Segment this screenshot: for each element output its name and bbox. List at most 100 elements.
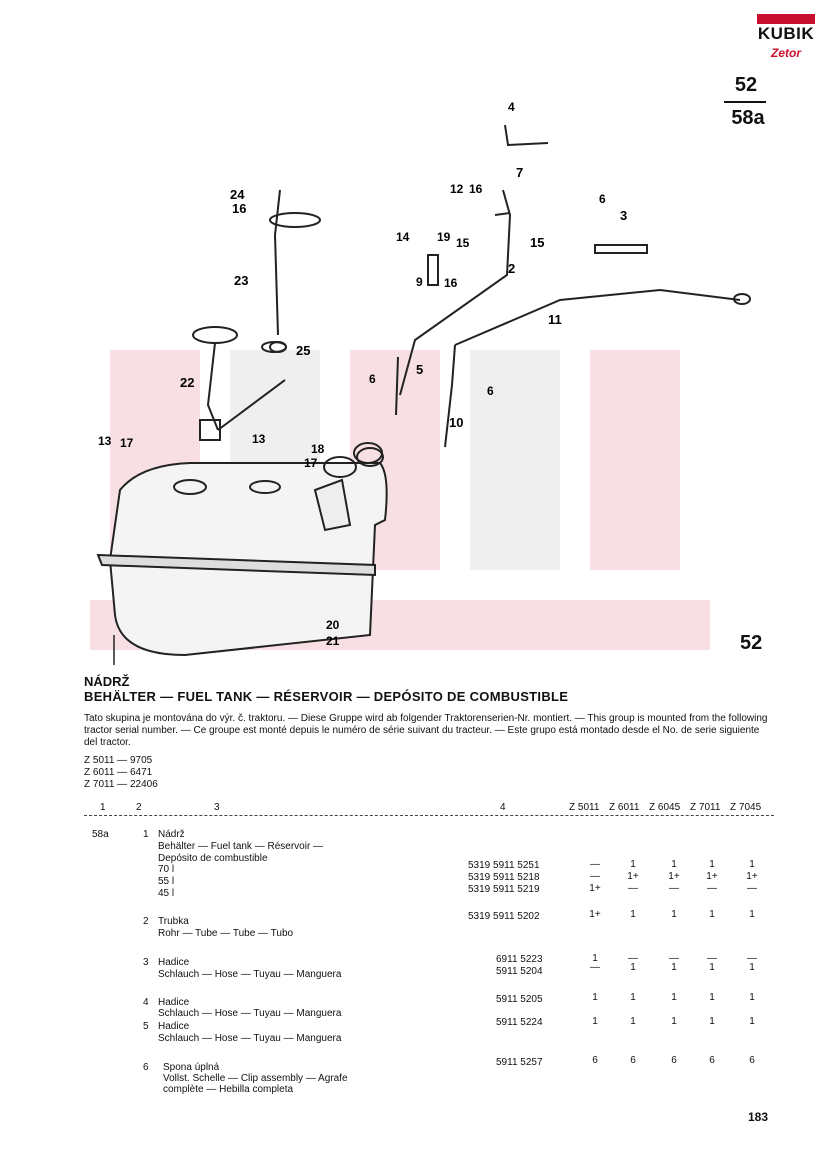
callout-10: 10	[449, 415, 463, 430]
row6-q2: 6	[630, 1055, 636, 1066]
row3-pos: 3	[143, 957, 149, 968]
callout-15a: 15	[456, 236, 470, 250]
row2-pos: 2	[143, 916, 149, 927]
callout-6c: 6	[487, 384, 494, 398]
callout-12: 12	[450, 182, 464, 196]
row3a-q3: —	[669, 953, 679, 964]
row1c-q5: —	[747, 883, 757, 894]
callout-25: 25	[296, 343, 310, 358]
row1c-part: 5319 5911 5219	[468, 884, 540, 895]
row3a-q4: —	[707, 953, 717, 964]
row4-q3: 1	[671, 992, 677, 1003]
row1-line2: Behälter — Fuel tank — Réservoir —	[158, 841, 324, 852]
page-ref-top: 52	[734, 74, 758, 96]
row4-pos: 4	[143, 997, 149, 1008]
row3-line2: Schlauch — Hose — Tuyau — Manguera	[158, 969, 342, 980]
row1c-q1: 1+	[589, 883, 601, 894]
row3a-q1: 1	[592, 953, 598, 964]
col-header-1: 1	[100, 802, 106, 813]
row6-line2: Vollst. Schelle — Clip assembly — Agrafe	[163, 1073, 348, 1084]
col-header-z7011: Z 7011	[690, 802, 721, 813]
callout-9: 9	[416, 275, 423, 289]
row5-q5: 1	[749, 1016, 755, 1027]
page-number: 183	[748, 1110, 769, 1124]
callout-5: 5	[416, 362, 423, 377]
row1c-q2: —	[628, 883, 638, 894]
row4-line1: Hadice	[158, 997, 190, 1008]
col-header-z5011: Z 5011	[569, 802, 600, 813]
row3a-part: 6911 5223	[496, 954, 543, 965]
row2-q4: 1	[709, 909, 715, 920]
row3a-q5: —	[747, 953, 757, 964]
group-code: 58a	[92, 829, 109, 840]
row4-q1: 1	[592, 992, 598, 1003]
row1b-part: 5319 5911 5218	[468, 872, 540, 883]
col-header-4: 4	[500, 802, 506, 813]
intro-text: Tato skupina je montována do výr. č. tra…	[84, 713, 768, 748]
callout-16a: 16	[469, 182, 483, 196]
row1c-q4: —	[707, 883, 717, 894]
row4-line2: Schlauch — Hose — Tuyau — Manguera	[158, 1008, 342, 1019]
callout-24: 24	[230, 187, 245, 202]
row3b-q2: 1	[630, 962, 636, 973]
row5-pos: 5	[143, 1021, 149, 1032]
callout-13b: 13	[252, 432, 266, 446]
callout-4: 4	[508, 100, 515, 114]
figure-number: 52	[740, 632, 763, 654]
row2-line2: Rohr — Tube — Tube — Tubo	[158, 928, 294, 939]
callout-23: 23	[234, 273, 248, 288]
col-header-2: 2	[136, 802, 142, 813]
callout-16b: 16	[232, 201, 246, 216]
callout-3: 3	[620, 208, 627, 223]
callout-21: 21	[326, 634, 340, 648]
fuel-tank-exploded-diagram: 4 7 12 16 6 3 24 16 14 19 15 15 2 9 16 2…	[96, 100, 751, 665]
row1b-q3: 1+	[668, 871, 680, 882]
row4-q5: 1	[749, 992, 755, 1003]
callout-6a: 6	[599, 192, 606, 206]
row6-q5: 6	[749, 1055, 755, 1066]
row1a-part: 5319 5911 5251	[468, 860, 540, 871]
col-header-3: 3	[214, 802, 220, 813]
callout-7: 7	[516, 165, 523, 180]
serial-z7011: Z 7011 — 22406	[84, 779, 158, 790]
callout-17b: 17	[304, 456, 318, 470]
row1a-desc: 70 l	[158, 864, 175, 875]
logo-sub: Zetor	[771, 46, 801, 60]
row1a-q4: 1	[709, 859, 715, 870]
header-divider	[84, 815, 774, 816]
row1-line1: Nádrž	[158, 829, 185, 840]
kubik-zetor-logo: KUBIK Zetor	[757, 14, 815, 60]
row2-q1: 1+	[589, 909, 601, 920]
row1b-q4: 1+	[706, 871, 718, 882]
callout-11: 11	[548, 312, 562, 327]
row6-line3: complète — Hebilla completa	[163, 1084, 294, 1095]
callout-13a: 13	[98, 434, 112, 448]
row6-q4: 6	[709, 1055, 715, 1066]
callout-19: 19	[437, 230, 451, 244]
callout-18: 18	[311, 442, 325, 456]
callout-16c: 16	[444, 276, 458, 290]
row3b-q1: —	[590, 962, 600, 973]
row6-part: 5911 5257	[496, 1057, 543, 1068]
row1b-q5: 1+	[746, 871, 758, 882]
row2-q3: 1	[671, 909, 677, 920]
col-header-z6045: Z 6045	[649, 802, 681, 813]
row4-q4: 1	[709, 992, 715, 1003]
row1a-q3: 1	[671, 859, 677, 870]
logo-word: KUBIK	[757, 24, 815, 43]
row5-part: 5911 5224	[496, 1017, 543, 1028]
row1c-q3: —	[669, 883, 679, 894]
row6-q3: 6	[671, 1055, 677, 1066]
row1c-desc: 45 l	[158, 888, 175, 899]
row5-q2: 1	[630, 1016, 636, 1027]
row1-line3: Depósito de combustible	[158, 853, 268, 864]
row3-line1: Hadice	[158, 957, 190, 968]
callout-15b: 15	[530, 235, 544, 250]
row5-q3: 1	[671, 1016, 677, 1027]
row2-q5: 1	[749, 909, 755, 920]
row1a-q2: 1	[630, 859, 636, 870]
callout-14: 14	[396, 230, 410, 244]
row3b-q5: 1	[749, 962, 755, 973]
row2-line1: Trubka	[158, 916, 189, 927]
callout-20: 20	[326, 618, 340, 632]
